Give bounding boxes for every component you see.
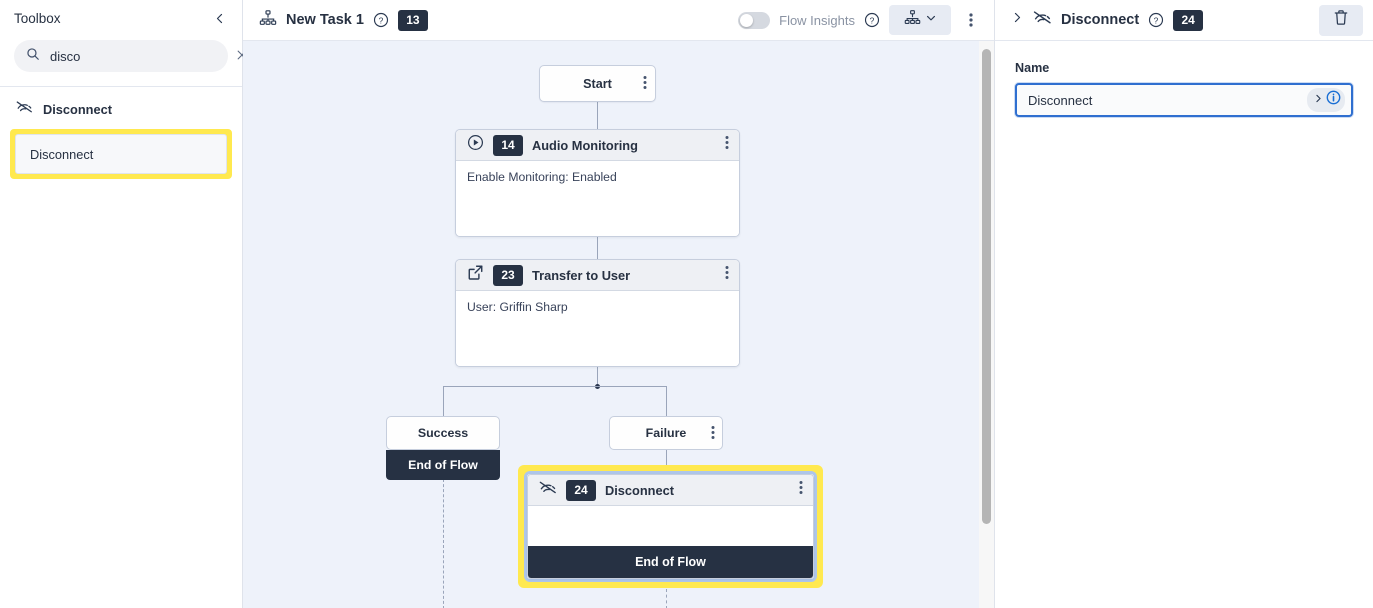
node-disconnect-menu-icon[interactable] [799,480,803,500]
node-failure-header[interactable]: Failure [609,416,723,450]
node-audio-monitoring-body: Enable Monitoring: Enabled [456,161,739,236]
connector-success-tail [443,479,444,608]
name-field-adornment[interactable] [1307,88,1345,112]
name-field-label: Name [1015,61,1050,75]
node-disconnect-badge: 24 [566,479,596,501]
flow-insights-control: Flow Insights ? [738,11,880,29]
node-disconnect-highlight: 24 Disconnect End of Flow [518,465,823,588]
connector-bus-failure [666,386,667,430]
name-input[interactable] [1028,92,1303,108]
chevron-right-icon[interactable] [1011,11,1024,29]
node-failure-menu-icon[interactable] [711,425,715,443]
chevron-right-icon[interactable] [1313,91,1324,109]
disconnect-icon [1033,10,1052,30]
info-circle-icon[interactable] [1326,90,1341,110]
task-title: New Task 1 [286,12,364,28]
connector-disconnect-tail [666,589,667,608]
canvas-scrollbar-thumb[interactable] [982,49,991,524]
node-transfer-to-user-menu-icon[interactable] [725,265,729,285]
flow-insights-label: Flow Insights [779,12,855,28]
hierarchy-icon [259,9,277,32]
node-transfer-to-user-header: 23 Transfer to User [456,260,739,291]
flow-insights-toggle[interactable] [738,11,771,29]
trash-icon [1333,9,1349,31]
search-icon [26,47,40,66]
node-success-label: Success [417,426,469,440]
node-start-menu-icon[interactable] [643,75,647,93]
connector-audio-transfer [597,226,598,268]
toolbar-menu-icon[interactable] [960,6,982,34]
chevron-down-icon [925,11,937,29]
search-input[interactable] [50,48,226,64]
toolbox-header: Toolbox [0,0,242,36]
flow-insights-help-icon[interactable]: ? [864,12,880,28]
view-mode-select[interactable] [889,5,951,35]
toolbox-title: Toolbox [14,10,61,26]
node-audio-monitoring-title: Audio Monitoring [532,137,638,153]
node-success-footer: End of Flow [386,450,500,480]
node-audio-monitoring-menu-icon[interactable] [725,135,729,155]
hierarchy-icon [904,9,921,31]
svg-text:?: ? [870,15,875,25]
connector-transfer-bus [597,359,598,387]
node-transfer-to-user-title: Transfer to User [532,267,631,283]
toolbox-sidebar: Toolbox [0,0,247,608]
properties-panel: Disconnect ? 24 Name [995,0,1373,608]
name-field[interactable] [1015,83,1353,117]
collapse-sidebar-icon[interactable] [210,9,228,27]
node-transfer-to-user[interactable]: 23 Transfer to User User: Griffin Sharp [455,259,740,367]
branch-bus-horizontal [443,386,667,387]
toolbox-search-wrap [0,36,247,86]
flow-toolbar: New Task 1 ? 13 Flow Insights ? [243,0,994,41]
toolbox-group-label: Disconnect [43,102,112,117]
toolbox-item-label: Disconnect [30,146,94,162]
node-audio-monitoring[interactable]: 14 Audio Monitoring Enable Monitoring: E… [455,129,740,237]
node-start[interactable]: Start [539,65,656,102]
node-transfer-to-user-badge: 23 [493,264,523,286]
node-success[interactable]: Success End of Flow [386,416,500,480]
search-box[interactable] [14,40,247,72]
node-success-header[interactable]: Success [386,416,500,450]
properties-title: Disconnect [1061,12,1140,28]
toolbox-item-highlight: Disconnect [10,129,232,179]
canvas-content: Start 14 Audio Monitoring [243,41,994,608]
node-failure-label: Failure [645,426,687,440]
node-start-label: Start [583,76,612,91]
node-disconnect-footer: End of Flow [528,546,813,578]
play-circle-icon [467,134,484,156]
node-transfer-to-user-body: User: Griffin Sharp [456,291,739,366]
node-disconnect[interactable]: 24 Disconnect End of Flow [527,474,814,579]
connector-bus-success [443,386,444,430]
node-audio-monitoring-header: 14 Audio Monitoring [456,130,739,161]
flow-canvas[interactable]: Start 14 Audio Monitoring [243,41,994,608]
node-disconnect-body [528,506,813,546]
properties-body: Name [995,41,1373,117]
svg-text:?: ? [379,15,384,25]
properties-badge: 24 [1173,9,1204,31]
toolbox-group-disconnect: Disconnect [0,87,242,127]
help-circle-icon[interactable]: ? [373,12,389,28]
disconnect-icon [539,480,557,500]
disconnect-icon [16,100,33,119]
sidebar-divider [0,86,242,87]
node-disconnect-selection: 24 Disconnect End of Flow [524,471,817,582]
toggle-knob [740,13,754,27]
node-disconnect-title: Disconnect [605,482,674,498]
node-audio-monitoring-badge: 14 [493,134,523,156]
external-link-icon [467,264,484,286]
flow-editor: New Task 1 ? 13 Flow Insights ? [243,0,995,608]
task-badge: 13 [397,9,428,31]
connector-start-audio [597,102,598,142]
node-failure[interactable]: Failure [609,416,723,450]
toolbox-item-disconnect[interactable]: Disconnect [15,134,227,174]
delete-node-button[interactable] [1319,4,1363,36]
properties-header: Disconnect ? 24 [995,0,1373,41]
node-disconnect-header: 24 Disconnect [528,475,813,506]
svg-text:?: ? [1154,15,1159,25]
properties-help-icon[interactable]: ? [1148,12,1164,28]
